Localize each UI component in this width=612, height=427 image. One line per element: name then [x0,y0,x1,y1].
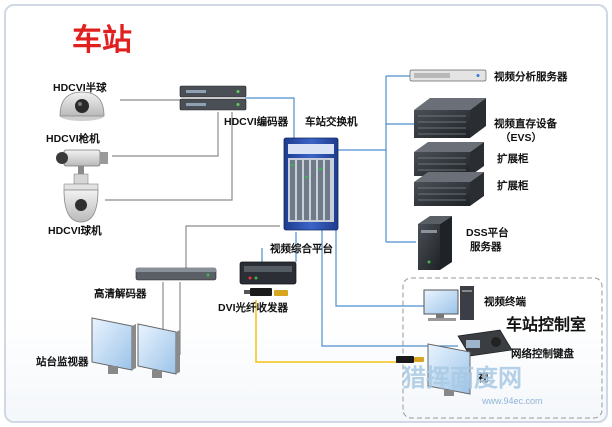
dvi-transceiver-icon [244,288,288,296]
evs-label-line1: 视频直存设备 [494,117,557,130]
link-switch-terminal [335,225,424,307]
station-switch-label: 车站交换机 [305,115,358,128]
page-title: 车站 [72,23,132,57]
control-room-box [402,277,603,419]
analysis-server-icon [409,69,487,82]
platform-label: 视频综合平台 [270,242,333,255]
link-encoder-switch [245,97,295,138]
network-keyboard-label: 网络控制键盘 [511,347,574,360]
control-room-monitor-label: 视 [478,371,489,384]
control-room-label: 车站控制室 [506,315,586,334]
evs-storage-icon [414,98,486,138]
dss-server-icon [418,216,452,270]
encoder-label: HDCVI编码器 [224,115,289,128]
dvi-transceiver-label: DVI光纤收发器 [218,301,289,314]
analysis-server-label: 视频分析服务器 [494,70,568,83]
speed-dome-camera-icon [63,173,99,223]
speed-dome-camera-label: HDCVI球机 [48,224,102,237]
video-platform-icon [239,261,297,285]
watermark-text: 猎挥面度网 [402,364,522,392]
link-switch-decoder [185,225,280,268]
dome-camera-label: HDCVI半球 [53,81,107,94]
platform-monitor-label: 站台监视器 [36,355,89,368]
hdcvi-encoder-icon [179,85,247,111]
link-speed-encoder [105,112,233,201]
network-keyboard-icon [457,329,513,357]
link-bullet-encoder [112,112,219,157]
dss-label-line1: DSS平台 [466,226,509,239]
watermark-url: www.94ec.com [481,396,543,406]
dome-camera-icon [59,91,105,121]
expansion-label-2: 扩展柜 [497,179,529,192]
link-dvi-monitor [255,300,408,363]
video-terminal-icon [423,286,474,321]
expansion-cabinet-icon-1 [414,142,484,176]
platform-monitor-icon-2 [137,323,180,378]
control-room-monitor-icon [427,343,471,396]
hd-decoder-icon [135,267,217,281]
bullet-camera-icon [56,149,108,174]
platform-monitor-icon-1 [91,317,136,374]
control-room-transceiver-icon [396,356,424,363]
expansion-label-1: 扩展柜 [497,152,529,165]
bullet-camera-label: HDCVI枪机 [46,132,100,145]
hd-decoder-label: 高清解码器 [94,287,147,300]
video-terminal-label: 视频终端 [484,295,526,308]
expansion-cabinet-icon-2 [414,172,484,206]
station-switch-icon [283,137,339,231]
link-switch-keyboard [321,225,458,347]
evs-label-line2: （EVS） [500,131,542,144]
dss-label-line2: 服务器 [470,240,502,253]
